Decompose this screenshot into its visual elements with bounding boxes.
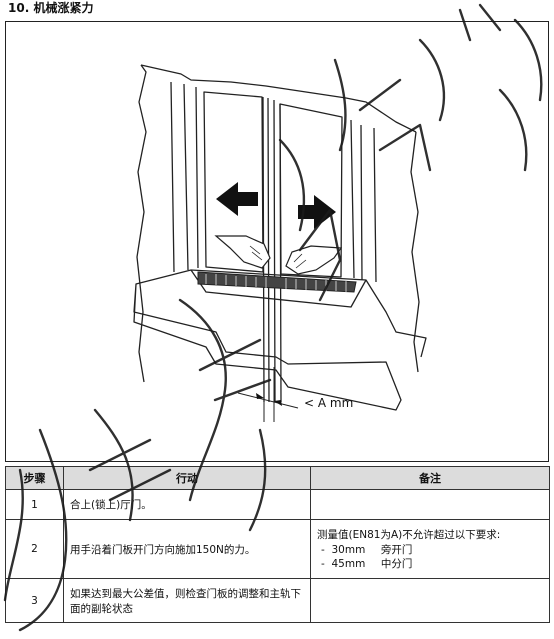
step-action: 合上(锁上)厅门。	[63, 489, 311, 520]
remark-item: - 45mm 中分门	[317, 557, 543, 571]
table-row: 1 合上(锁上)厅门。	[5, 489, 550, 520]
measurement-arrow-right	[274, 400, 282, 406]
step-number: 2	[5, 519, 64, 579]
remark-dash: -	[321, 557, 325, 570]
step-number: 3	[5, 578, 64, 623]
table-row: 3 如果达到最大公差值，则检查门板的调整和主轨下面的副轮状态	[5, 578, 550, 623]
remark-item: - 30mm 旁开门	[317, 543, 543, 557]
left-frame-post	[170, 81, 199, 273]
remark-label: 旁开门	[380, 543, 413, 556]
step-number: 1	[5, 489, 64, 520]
steps-table: 步骤 行动 备注 1 合上(锁上)厅门。 2 用手沿着门板开门方向施加150N的…	[5, 466, 550, 623]
measurement-label: < A mm	[304, 396, 353, 410]
hand-illustrations	[214, 235, 343, 275]
measurement-arrow-left	[256, 393, 264, 399]
step-remark	[310, 578, 550, 623]
right-frame-post	[350, 119, 377, 283]
remark-value: 30mm	[331, 543, 366, 556]
table-row: 2 用手沿着门板开门方向施加150N的力。 测量值(EN81为A)不允许超过以下…	[5, 519, 550, 579]
remark-title: 测量值(EN81为A)不允许超过以下要求:	[317, 528, 501, 541]
wall-outline-right	[410, 131, 420, 373]
measurement-dimension-line	[237, 392, 299, 409]
remark-label: 中分门	[380, 557, 413, 570]
left-arrow	[216, 182, 258, 216]
door-force-diagram: < A mm	[133, 64, 427, 422]
header-step: 步骤	[5, 466, 64, 490]
header-remark: 备注	[310, 466, 550, 490]
door-diagram-frame: < A mm	[5, 21, 549, 462]
section-number: 10.	[8, 1, 30, 15]
remark-value: 45mm	[331, 557, 366, 570]
right-arrow	[298, 195, 336, 229]
wall-top-outline	[140, 64, 417, 133]
remark-dash: -	[321, 543, 325, 556]
step-remark	[310, 489, 550, 520]
step-remark: 测量值(EN81为A)不允许超过以下要求: - 30mm 旁开门 - 45mm …	[310, 519, 550, 579]
step-action: 如果达到最大公差值，则检查门板的调整和主轨下面的副轮状态	[63, 578, 311, 623]
section-title: 机械涨紧力	[33, 1, 94, 15]
section-heading: 10. 机械涨紧力	[8, 0, 93, 16]
table-header-row: 步骤 行动 备注	[5, 466, 550, 490]
header-action: 行动	[63, 466, 311, 490]
wall-outline-left	[136, 64, 147, 383]
step-action: 用手沿着门板开门方向施加150N的力。	[63, 519, 311, 579]
sill-front	[133, 283, 402, 411]
